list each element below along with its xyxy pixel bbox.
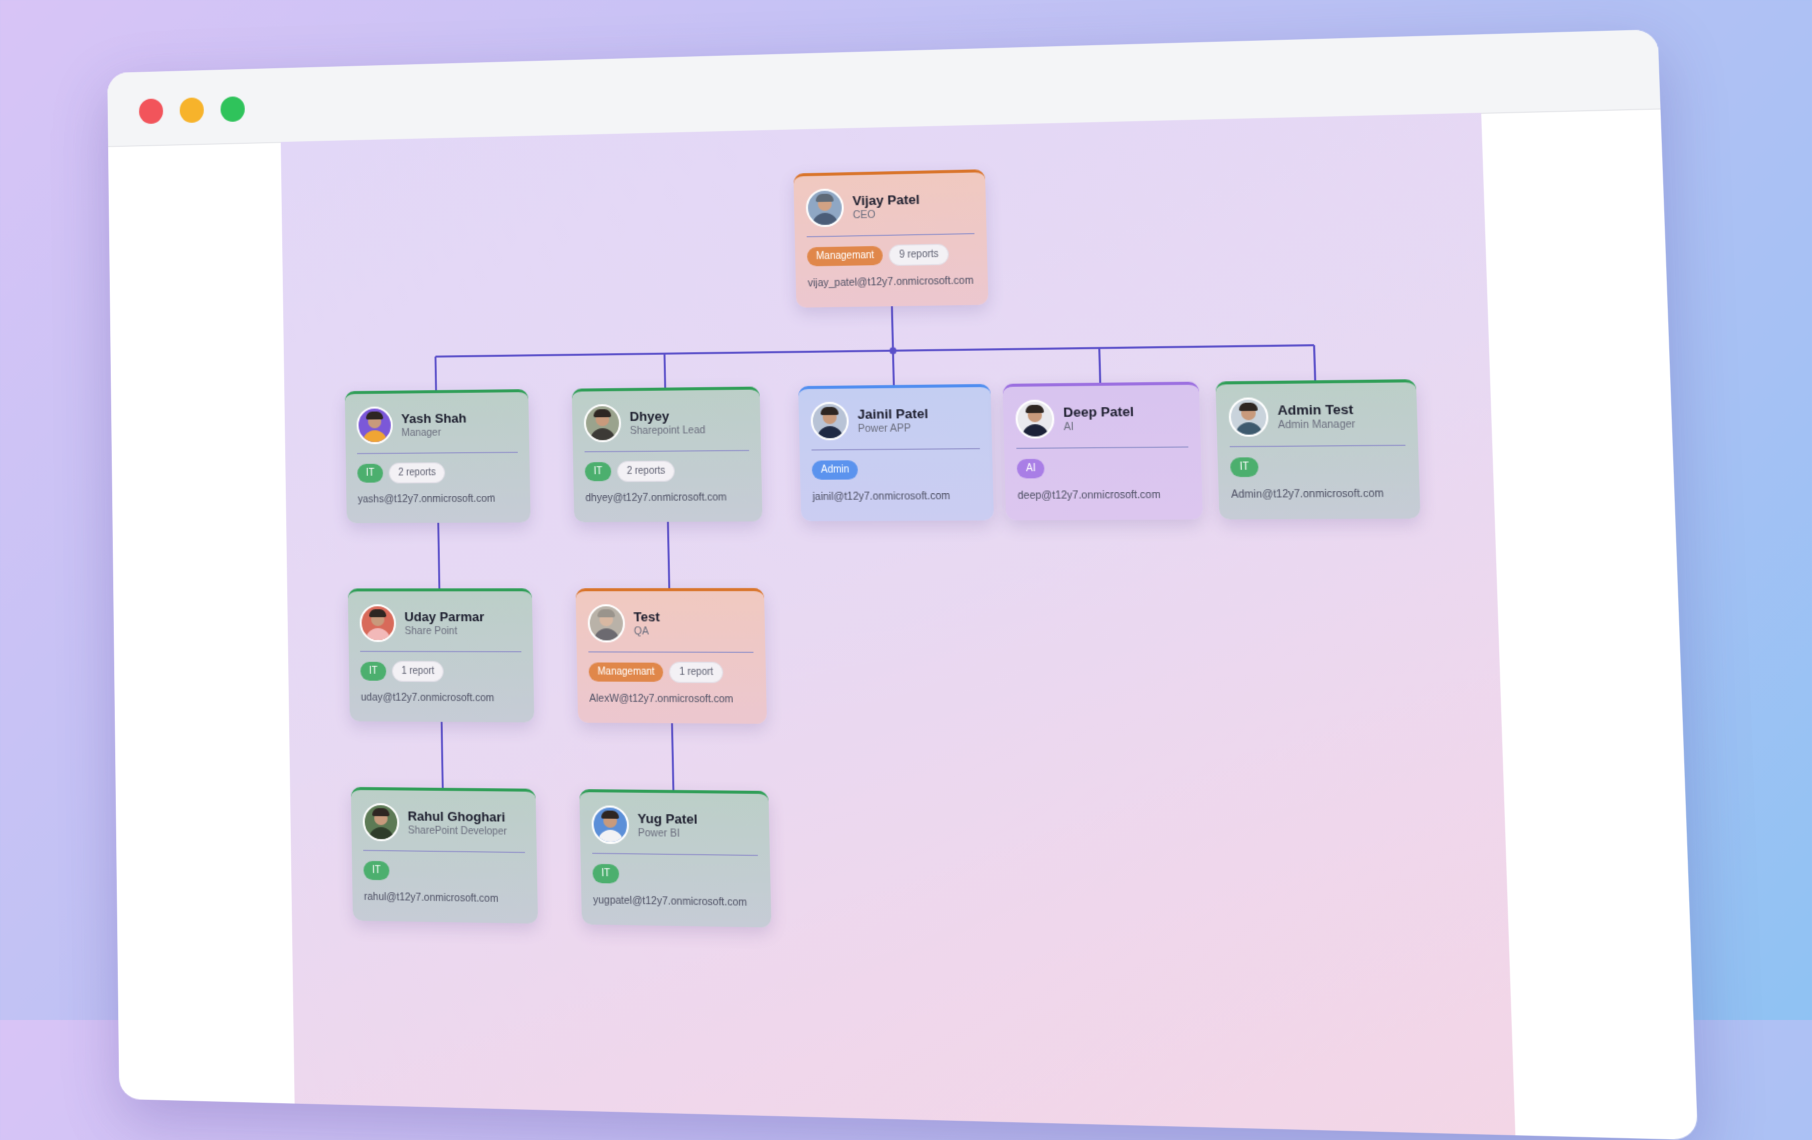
- employee-card-uday[interactable]: Uday Parmar Share Point IT 1 report uday…: [347, 588, 535, 723]
- connector-test-yug: [672, 723, 673, 790]
- employee-role: SharePoint Developer: [407, 824, 508, 838]
- employee-card-dhyey[interactable]: Dhyey Sharepoint Lead IT 2 reports dhyey…: [571, 386, 763, 523]
- employee-email[interactable]: uday@t12y7.onmicrosoft.com: [360, 691, 495, 705]
- employee-email[interactable]: jainil@t12y7.onmicrosoft.com: [812, 490, 951, 504]
- employee-role: Sharepoint Lead: [629, 423, 706, 437]
- employee-card-yash[interactable]: Yash Shah Manager IT 2 reports yashs@t12…: [344, 389, 531, 524]
- employee-name: Uday Parmar: [404, 609, 485, 625]
- org-chart-canvas: Vijay Patel CEO Managemant 9 reports vij…: [280, 112, 1516, 1140]
- connector-dhyey-test: [668, 522, 669, 588]
- employee-email[interactable]: vijay_patel@t12y7.onmicrosoft.com: [807, 274, 974, 290]
- avatar-vijay: [805, 188, 845, 228]
- employee-card-test[interactable]: Test QA Managemant 1 report AlexW@t12y7.…: [575, 588, 767, 724]
- employee-role: QA: [633, 625, 649, 638]
- employee-role: AI: [1063, 420, 1074, 433]
- employee-name: Vijay Patel: [852, 192, 920, 209]
- employee-name: Yug Patel: [637, 811, 698, 827]
- avatar-yug: [591, 805, 630, 845]
- department-badge: Managemant: [806, 245, 884, 266]
- connector-ceo-down: [892, 306, 893, 350]
- employee-role: Power APP: [857, 422, 912, 435]
- employee-role: Admin Manager: [1277, 417, 1356, 432]
- card-divider: [1229, 444, 1406, 448]
- avatar-dhyey: [583, 404, 622, 443]
- reports-count-badge[interactable]: 2 reports: [616, 460, 676, 482]
- avatar-deep: [1015, 399, 1055, 439]
- department-badge: IT: [363, 860, 390, 880]
- connector-to-yash: [435, 357, 436, 391]
- card-divider: [811, 448, 980, 451]
- employee-email[interactable]: rahul@t12y7.onmicrosoft.com: [363, 890, 499, 905]
- avatar-admin-test: [1228, 397, 1269, 437]
- employee-name: Rahul Ghoghari: [407, 808, 506, 825]
- employee-role: Power BI: [637, 826, 680, 840]
- employee-role: Share Point: [404, 624, 458, 637]
- card-divider: [806, 233, 975, 238]
- employee-card-rahul[interactable]: Rahul Ghoghari SharePoint Developer IT r…: [350, 786, 538, 924]
- reports-count-badge[interactable]: 9 reports: [888, 243, 949, 266]
- avatar-uday: [359, 604, 397, 643]
- employee-card-yug[interactable]: Yug Patel Power BI IT yugpatel@t12y7.onm…: [579, 789, 772, 928]
- department-badge: Managemant: [588, 661, 664, 682]
- connector-level1-bar: [435, 345, 1314, 356]
- reports-count-badge[interactable]: 2 reports: [388, 461, 446, 483]
- connector-yash-uday: [438, 523, 439, 589]
- card-divider: [357, 451, 518, 455]
- card-divider: [584, 449, 750, 453]
- employee-email[interactable]: Admin@t12y7.onmicrosoft.com: [1230, 487, 1385, 501]
- employee-card-jainil[interactable]: Jainil Patel Power APP Admin jainil@t12y…: [798, 383, 994, 522]
- connector-uday-rahul: [442, 722, 443, 788]
- avatar-jainil: [810, 401, 850, 441]
- employee-role: CEO: [852, 208, 876, 222]
- avatar-yash: [356, 406, 394, 445]
- employee-role: Manager: [401, 426, 442, 439]
- minimize-window-button[interactable]: [179, 97, 204, 124]
- connector-to-admin: [1314, 345, 1315, 380]
- connector-to-deep: [1099, 348, 1100, 383]
- app-window: Vijay Patel CEO Managemant 9 reports vij…: [107, 29, 1698, 1140]
- employee-name: Admin Test: [1277, 401, 1354, 419]
- connector-to-jainil: [893, 351, 894, 385]
- department-badge: IT: [357, 463, 384, 483]
- reports-count-badge[interactable]: 1 report: [391, 660, 445, 682]
- employee-email[interactable]: dhyey@t12y7.onmicrosoft.com: [585, 491, 727, 505]
- employee-name: Dhyey: [629, 408, 670, 425]
- employee-email[interactable]: yugpatel@t12y7.onmicrosoft.com: [593, 894, 748, 909]
- department-badge: IT: [1230, 456, 1259, 477]
- connector-junction-dot: [889, 347, 897, 355]
- employee-email[interactable]: AlexW@t12y7.onmicrosoft.com: [589, 692, 734, 706]
- department-badge: IT: [584, 461, 612, 481]
- employee-card-admin-test[interactable]: Admin Test Admin Manager IT Admin@t12y7.…: [1215, 379, 1421, 520]
- department-badge: IT: [360, 661, 387, 681]
- employee-name: Deep Patel: [1063, 404, 1135, 421]
- card-divider: [360, 650, 522, 653]
- reports-count-badge[interactable]: 1 report: [669, 661, 724, 683]
- avatar-test: [587, 604, 626, 643]
- employee-card-vijay[interactable]: Vijay Patel CEO Managemant 9 reports vij…: [793, 169, 989, 308]
- department-badge: AI: [1016, 458, 1046, 478]
- employee-email[interactable]: yashs@t12y7.onmicrosoft.com: [357, 492, 496, 506]
- avatar-rahul: [362, 803, 400, 842]
- card-divider: [1016, 446, 1189, 449]
- card-divider: [592, 852, 758, 856]
- employee-email[interactable]: deep@t12y7.onmicrosoft.com: [1017, 488, 1161, 502]
- employee-name: Test: [633, 609, 660, 625]
- department-badge: Admin: [811, 459, 859, 480]
- close-window-button[interactable]: [138, 98, 164, 125]
- employee-card-deep[interactable]: Deep Patel AI AI deep@t12y7.onmicrosoft.…: [1002, 381, 1203, 521]
- card-divider: [363, 849, 526, 853]
- org-chart-connectors: [281, 113, 1516, 1140]
- connector-to-dhyey: [664, 354, 665, 388]
- employee-name: Jainil Patel: [857, 406, 929, 423]
- department-badge: IT: [592, 863, 620, 883]
- employee-name: Yash Shah: [401, 410, 467, 427]
- card-divider: [588, 651, 754, 653]
- maximize-window-button[interactable]: [220, 96, 245, 123]
